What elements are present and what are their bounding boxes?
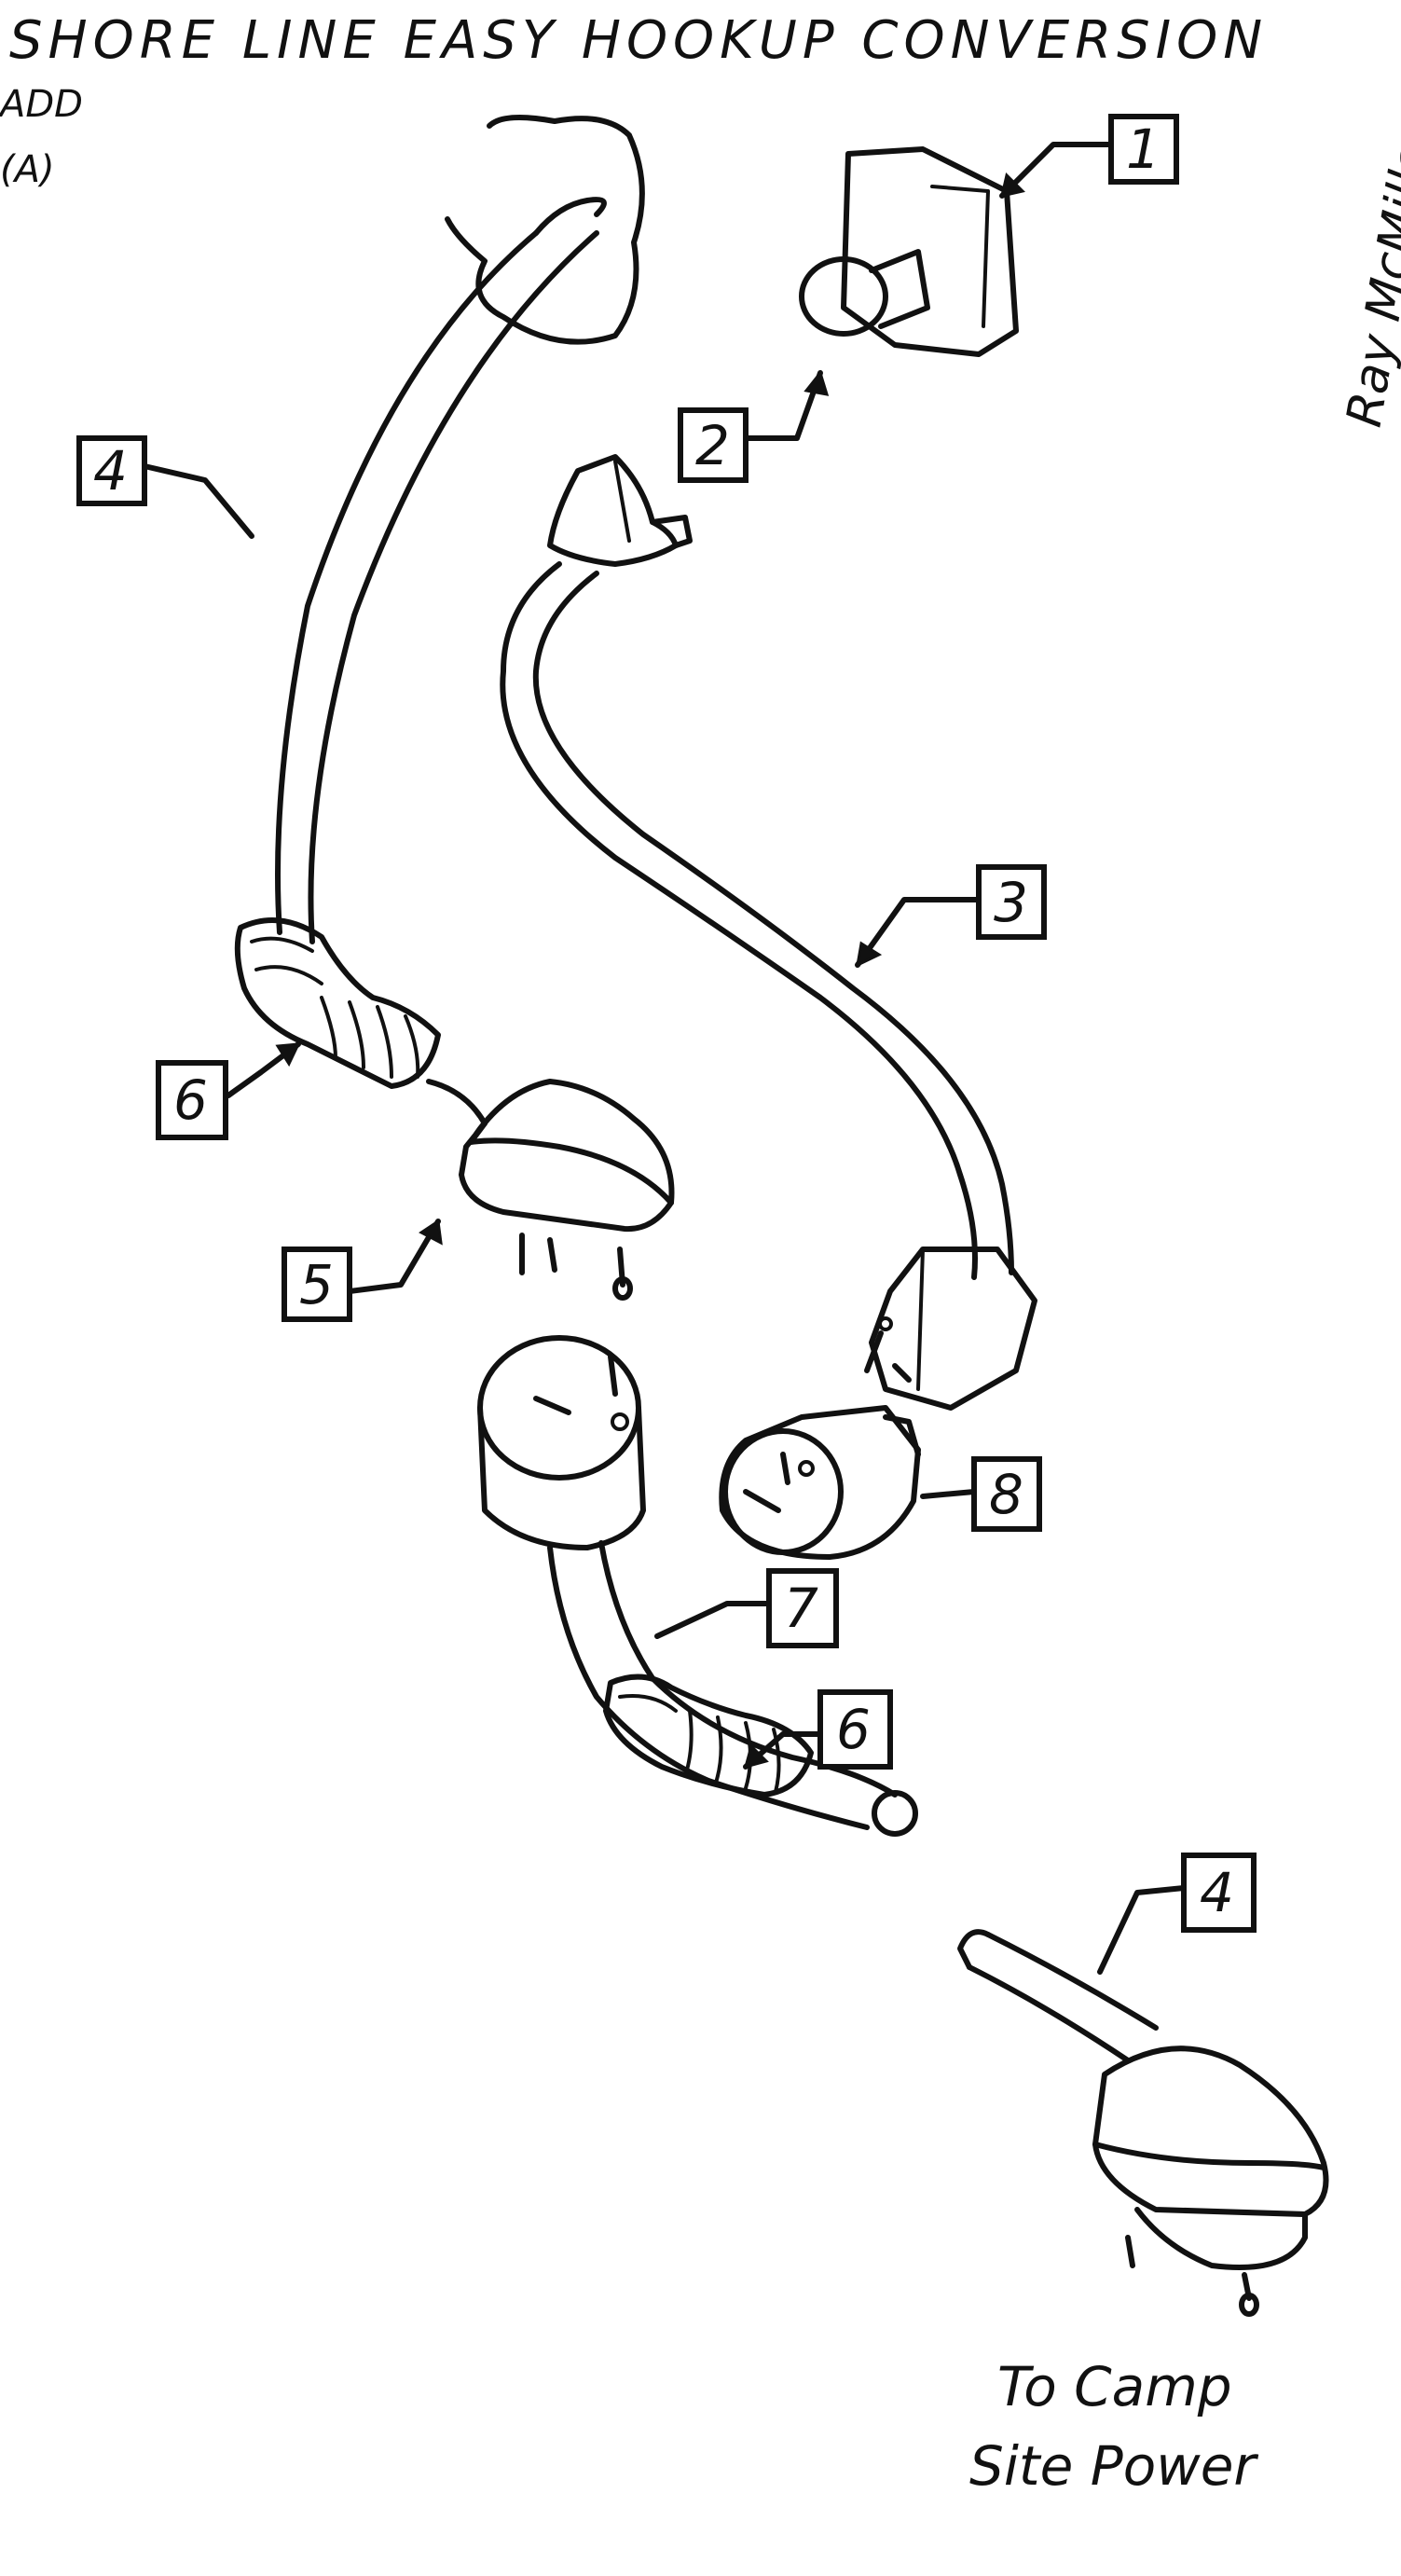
callout-6-bottom: 6 [836,1698,871,1761]
rv-receptacle [799,146,1019,357]
callout-5: 5 [299,1253,334,1316]
corner-note-line-2: (A) [0,148,55,191]
callout-3: 3 [994,871,1028,934]
leader-line-4-top [142,463,254,539]
tape-wrap-bottom [603,1674,814,1798]
caption-line-2: Site Power [969,2434,1258,2498]
callout-box-8 [971,1456,1042,1532]
leader-line-5 [347,1219,441,1294]
leader-line-8 [920,1489,977,1499]
arrow-head-6-top [275,1042,301,1068]
callout-7: 7 [784,1577,818,1640]
leader-line-2 [743,370,823,441]
callout-4-bottom: 4 [1200,1861,1234,1924]
arrow-head-3 [856,941,883,968]
callout-box-6-bottom [817,1689,893,1770]
callout-box-6-top [156,1060,228,1140]
rv-shore-cord [275,115,645,944]
callout-6-top: 6 [173,1068,208,1132]
callout-box-7 [766,1568,839,1648]
corner-note-line-1: ADD [0,83,83,126]
callout-box-2 [678,407,749,483]
leader-line-1 [999,142,1112,199]
rv-30a-plug [426,1079,675,1301]
leader-line-4-bottom [1097,1885,1187,1975]
30a-adapter [719,1405,921,1560]
signature: Ray McMillan [1337,107,1401,431]
campsite-power-plug [957,1929,1329,2317]
arrow-head-1 [1000,172,1025,198]
adapter-plug [547,454,693,567]
extension-cord-connector [864,1247,1037,1411]
callout-8: 8 [989,1463,1023,1526]
tape-wrap-top [234,917,441,1089]
caption-line-1: To Camp [997,2355,1232,2418]
arrow-head-5 [419,1219,443,1246]
extension-cord [500,561,1014,1280]
leader-line-3 [855,897,982,968]
callout-box-3 [976,864,1047,940]
leader-line-7 [654,1601,772,1639]
callout-1: 1 [1126,117,1161,181]
diagram-title: SHORE LINE EASY HOOKUP CONVERSION [9,10,1268,71]
30a-receptacle-pigtail [477,1335,918,1837]
callout-4-top: 4 [93,439,128,503]
callout-box-1 [1108,114,1179,185]
callout-box-5 [282,1247,352,1322]
callout-box-4-bottom [1181,1853,1257,1933]
callout-box-4-top [76,435,147,506]
arrow-head-6-bottom [743,1743,769,1770]
callout-2: 2 [695,414,730,477]
arrow-head-2 [804,369,830,396]
